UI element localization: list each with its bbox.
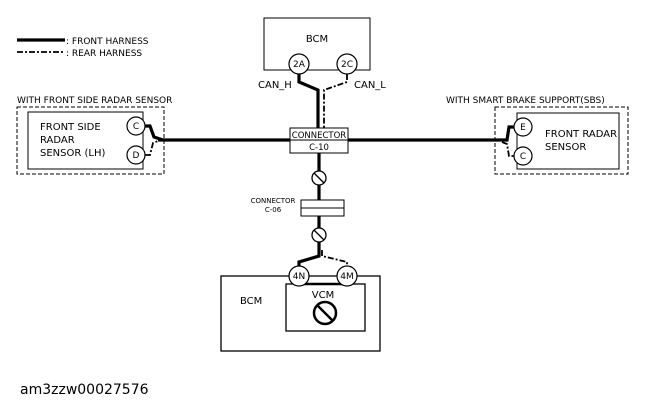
left-sensor-line3: SENSOR (LH) <box>40 148 105 159</box>
prohibited-icon <box>312 300 338 326</box>
top-bcm-label: BCM <box>306 34 328 45</box>
no-symbol-upper-icon <box>311 170 327 186</box>
vcm-label: VCM <box>312 290 334 301</box>
top-bcm-wires <box>297 74 348 128</box>
right-wire-e <box>500 125 514 142</box>
right-wire-c <box>501 141 514 157</box>
pin-2c-label: 2C <box>341 60 353 70</box>
legend: : FRONT HARNESS : REAR HARNESS <box>17 37 149 59</box>
connector-c10: CONNECTOR C-10 <box>289 127 349 154</box>
pin-4m <box>336 265 358 287</box>
connector-c06-line1: CONNECTOR <box>251 197 296 205</box>
left-sensor-group: WITH FRONT SIDE RADAR SENSOR FRONT SIDE … <box>16 96 172 175</box>
can-h-wire <box>297 74 320 128</box>
legend-front-label: : FRONT HARNESS <box>66 37 149 47</box>
can-l-label: CAN_L <box>354 80 386 91</box>
right-pin-c <box>513 146 533 166</box>
left-wire-c <box>145 124 164 142</box>
left-wire-d <box>145 140 159 156</box>
connector-c10-line1: CONNECTOR <box>292 131 347 141</box>
legend-rear-label: : REAR HARNESS <box>66 49 142 59</box>
right-sensor-line1: FRONT RADAR <box>545 129 617 140</box>
can-wire-to-4m <box>321 250 348 266</box>
right-group-dashed-box <box>494 106 629 175</box>
left-pin-c-label: C <box>133 122 139 132</box>
pin-4n <box>288 265 310 287</box>
right-group-title: WITH SMART BRAKE SUPPORT(SBS) <box>446 96 605 106</box>
can-wire-to-4n <box>297 250 321 266</box>
left-sensor-box <box>27 111 144 170</box>
left-pin-d-label: D <box>133 151 140 161</box>
pin-4m-label: 4M <box>340 272 354 282</box>
right-sensor-line2: SENSOR <box>545 142 586 153</box>
connector-c06-line2: C-06 <box>265 206 282 214</box>
left-sensor-line1: FRONT SIDE <box>40 122 101 133</box>
bottom-module: BCM VCM 4N 4M <box>220 265 381 352</box>
right-pin-c-label: C <box>520 152 526 162</box>
connector-c06: CONNECTOR C-06 <box>251 197 345 217</box>
pin-4n-label: 4N <box>293 272 305 282</box>
right-sensor-group: WITH SMART BRAKE SUPPORT(SBS) FRONT RADA… <box>446 96 629 175</box>
can-l-wire <box>323 74 348 128</box>
top-bcm: BCM 2A 2C CAN_H CAN_L <box>258 17 386 91</box>
pin-2a-label: 2A <box>293 60 306 70</box>
no-symbol-lower-icon <box>311 227 327 243</box>
bottom-bcm-label: BCM <box>240 296 262 307</box>
left-sensor-line2: RADAR <box>40 135 75 146</box>
figure-id: am3zzw00027576 <box>20 382 149 398</box>
connector-c10-line2: C-10 <box>309 143 329 153</box>
left-group-title: WITH FRONT SIDE RADAR SENSOR <box>17 96 172 106</box>
right-pin-e-label: E <box>520 123 526 133</box>
can-h-label: CAN_H <box>258 80 292 91</box>
right-sensor-box <box>516 112 620 170</box>
